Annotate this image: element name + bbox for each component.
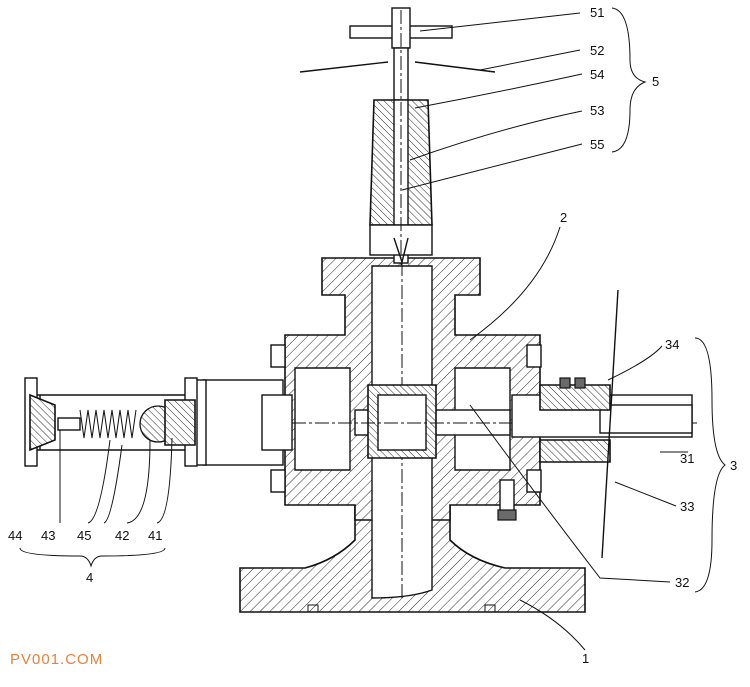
- gate-element: [200, 384, 700, 459]
- label-54: 54: [590, 67, 604, 82]
- label-43: 43: [41, 528, 55, 543]
- label-52: 52: [590, 43, 604, 58]
- leader-lines: [19, 7, 726, 651]
- label-55: 55: [590, 137, 604, 152]
- top-handwheel: [299, 7, 496, 265]
- label-3: 3: [730, 458, 737, 473]
- watermark-text: PV001.COM: [10, 651, 104, 668]
- label-31: 31: [680, 451, 694, 466]
- left-actuator: [24, 377, 293, 467]
- label-5: 5: [652, 74, 659, 89]
- label-32: 32: [675, 575, 689, 590]
- label-42: 42: [115, 528, 129, 543]
- right-actuator: [497, 289, 693, 559]
- part-labels: 51 52 54 53 55 5 2 34 31 3 33 32 1 44 43…: [8, 5, 737, 666]
- label-1: 1: [582, 651, 589, 666]
- label-33: 33: [680, 499, 694, 514]
- label-44: 44: [8, 528, 22, 543]
- label-53: 53: [590, 103, 604, 118]
- label-45: 45: [77, 528, 91, 543]
- label-51: 51: [590, 5, 604, 20]
- label-4: 4: [86, 570, 93, 585]
- label-34: 34: [665, 337, 679, 352]
- label-41: 41: [148, 528, 162, 543]
- label-2: 2: [560, 210, 567, 225]
